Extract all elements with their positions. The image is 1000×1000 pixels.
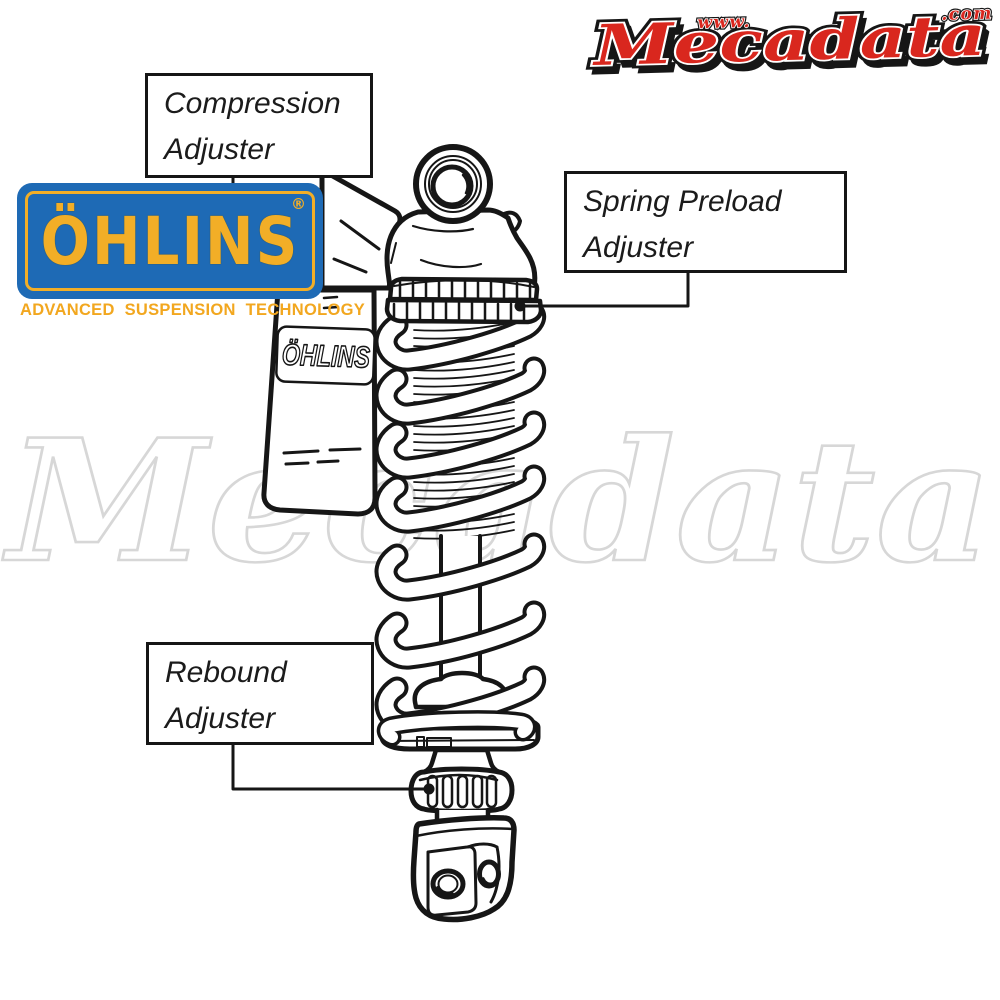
mecadata-www: www.	[697, 12, 750, 33]
spring-preload-collar	[384, 276, 544, 325]
callout-compression-adjuster: Compression Adjuster	[145, 73, 373, 178]
shock-head	[384, 207, 538, 290]
reservoir-brand-text: ÖHLINS	[281, 339, 370, 375]
mecadata-tld: .com	[941, 4, 992, 25]
mecadata-tld-shadow: .com	[941, 4, 992, 25]
callout-compression-line1: Compression	[164, 87, 341, 120]
spring-preload-leader-line	[522, 269, 690, 308]
clevis-mount	[410, 815, 517, 923]
callout-spring-preload-line1: Spring Preload	[583, 185, 782, 218]
callout-rebound-line1: Rebound	[165, 656, 287, 689]
mecadata-logo-shadow: Mecadata	[595, 9, 991, 78]
registered-trademark-icon: ®	[291, 195, 306, 213]
ohlins-logo: ÖHLINS ®	[17, 183, 323, 299]
rebound-adjuster-knob	[408, 766, 515, 814]
ohlins-tagline: ADVANCED SUSPENSION TECHNOLOGY	[20, 301, 366, 319]
callout-spring-preload-adjuster: Spring Preload Adjuster	[564, 171, 847, 273]
coil-spring-bottom	[376, 710, 537, 747]
rebound-leader-line	[231, 742, 426, 791]
ohlins-wordmark: ÖHLINS	[40, 202, 300, 280]
callout-spring-preload-line2: Adjuster	[583, 231, 694, 264]
reservoir: ÖHLINS	[261, 287, 378, 517]
mecadata-logo: Mecadata Mecadata Mecadata www. www. .co…	[586, 2, 994, 78]
callout-rebound-adjuster: Rebound Adjuster	[146, 642, 374, 745]
mecadata-logo-text: Mecadata	[591, 3, 987, 78]
reservoir-brand-plate: ÖHLINS	[275, 325, 376, 386]
mecadata-logo-outline: Mecadata	[591, 3, 987, 78]
ohlins-logo-border: ÖHLINS ®	[25, 191, 315, 291]
callout-rebound-line2: Adjuster	[165, 702, 276, 735]
rebound-leader-dot	[423, 783, 435, 795]
top-eyelet	[413, 144, 493, 224]
spring-preload-leader-dot	[514, 300, 526, 312]
callout-compression-line2: Adjuster	[164, 133, 275, 166]
coil-spring	[374, 302, 547, 670]
